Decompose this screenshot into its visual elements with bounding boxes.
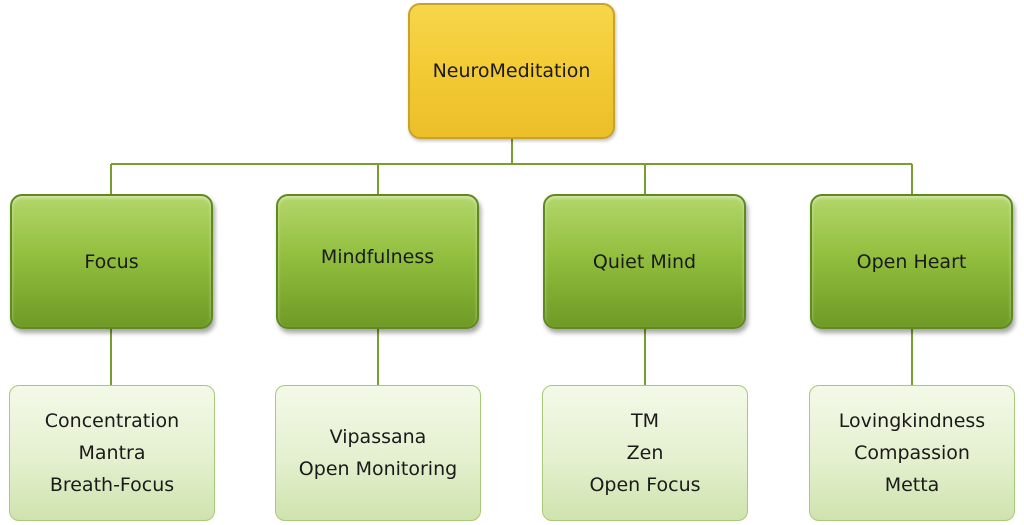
branch-node-quiet-mind: Quiet Mind (543, 194, 746, 329)
leaf-item: Vipassana (329, 426, 427, 448)
branch-label: Mindfulness (320, 245, 435, 268)
leaf-item: Mantra (78, 442, 146, 464)
branch-node-open-heart: Open Heart (810, 194, 1013, 329)
leaf-item: Compassion (854, 442, 970, 464)
leaf-item: TM (631, 410, 659, 432)
branch-node-focus: Focus (10, 194, 213, 329)
leaf-item: Open Focus (589, 474, 701, 496)
root-label: NeuroMeditation (432, 60, 591, 82)
root-node: NeuroMeditation (408, 3, 615, 139)
leaf-item: Concentration (44, 410, 180, 432)
branch-node-mindfulness: Mindfulness (276, 194, 479, 329)
leaf-item: Lovingkindness (838, 410, 986, 432)
leaf-item: Breath-Focus (49, 474, 175, 496)
leaf-node-mindfulness: Vipassana Open Monitoring (275, 385, 481, 521)
leaf-item: Zen (626, 442, 664, 464)
leaf-item: Open Monitoring (298, 458, 458, 480)
leaf-item: Metta (884, 474, 940, 496)
leaf-node-quiet-mind: TM Zen Open Focus (542, 385, 748, 521)
branch-label: Open Heart (856, 250, 967, 273)
branch-label: Quiet Mind (592, 250, 697, 273)
leaf-node-open-heart: Lovingkindness Compassion Metta (809, 385, 1015, 521)
branch-label: Focus (84, 250, 139, 273)
leaf-node-focus: Concentration Mantra Breath-Focus (9, 385, 215, 521)
